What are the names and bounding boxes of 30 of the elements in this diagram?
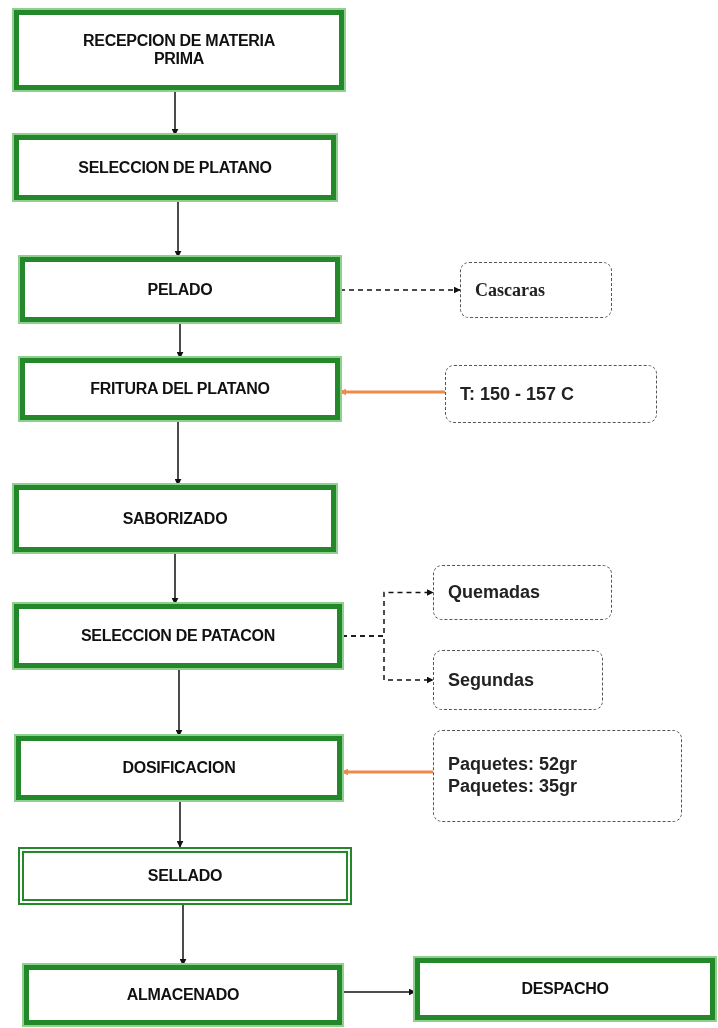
arrow [179,904,187,966]
arrow [341,635,434,684]
process-box: PELADO [20,257,340,322]
note-box: Quemadas [433,565,612,620]
arrow [174,199,182,258]
note-box: Cascaras [460,262,612,318]
note-text: Paquetes: 35gr [448,776,578,798]
arrow [341,988,416,996]
process-box: DESPACHO [415,958,715,1020]
process-box: RECEPCION DE MATERIA PRIMA [14,10,344,90]
arrow [341,768,433,776]
note-box [433,730,682,822]
process-box: FRITURA DEL PLATANO [20,358,340,420]
process-box: SELECCION DE PATACON [14,604,342,668]
process-box: ALMACENADO [24,965,342,1025]
arrow [176,799,184,848]
arrow [176,321,184,359]
note-box: T: 150 - 157 C [445,365,657,423]
process-box: SABORIZADO [14,485,336,552]
arrow [174,419,182,486]
arrow [171,551,179,605]
arrow [339,388,445,396]
note-box: Segundas [433,650,603,710]
arrow [339,286,461,294]
arrow [175,667,183,737]
process-box: SELLADO [18,847,352,905]
arrow [171,89,179,136]
process-box: SELECCION DE PLATANO [14,135,336,200]
process-box: DOSIFICACION [16,736,342,800]
note-text: Paquetes: 52gr [448,754,578,776]
